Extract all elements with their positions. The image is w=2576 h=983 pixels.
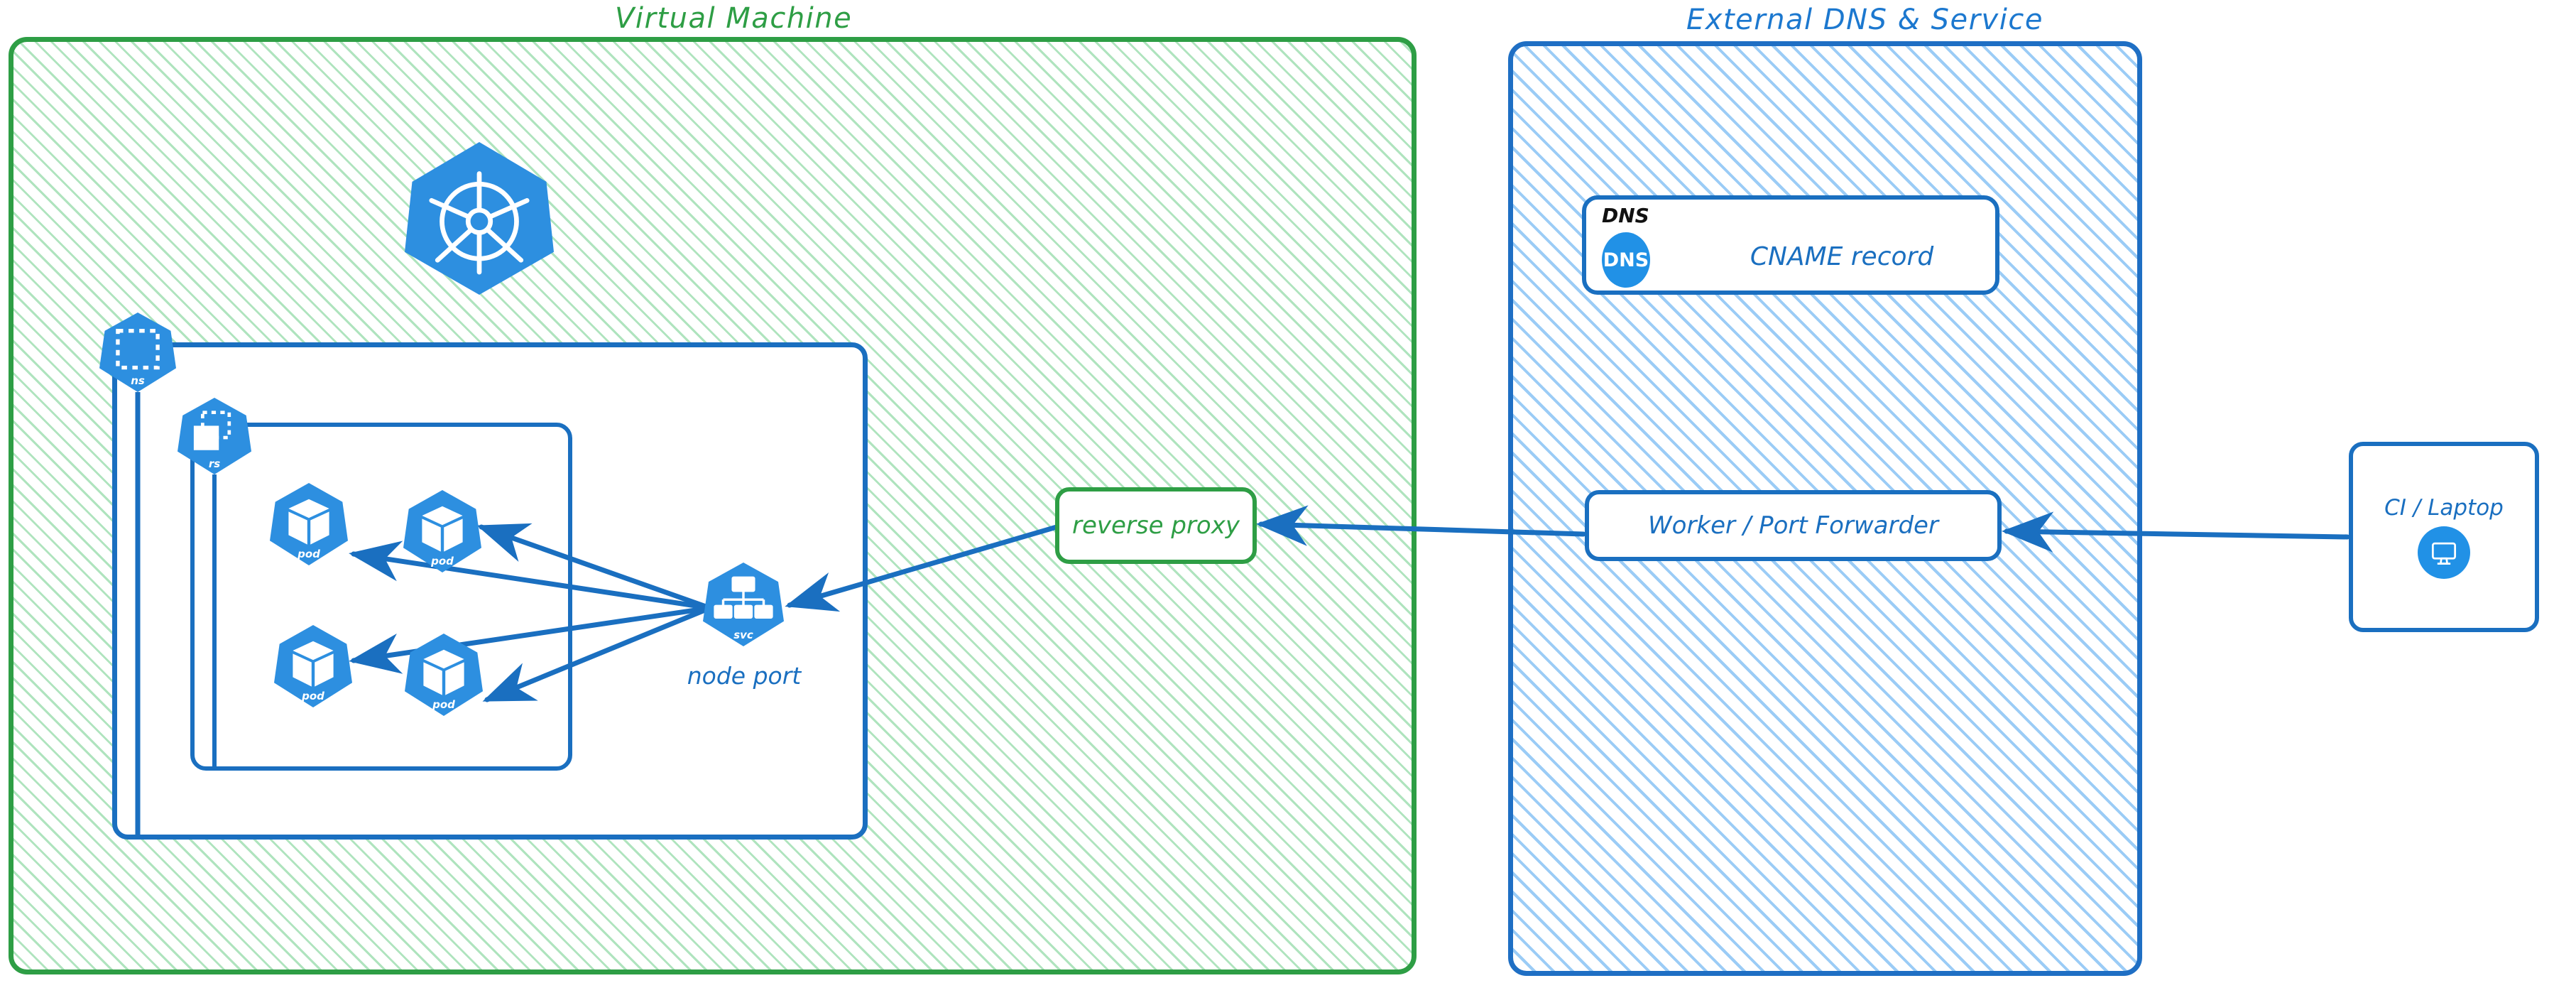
virtual-machine-group-title: Virtual Machine (615, 2, 853, 35)
dns-badge-text: DNS (1603, 249, 1649, 271)
pod-cube-glyph (293, 641, 334, 687)
reverse-proxy-node[interactable]: reverse proxy (1055, 487, 1257, 564)
kubernetes-logo-icon (405, 142, 554, 295)
kubernetes-helm-glyph (429, 171, 530, 275)
kubernetes-replicaset-icon: rs (178, 398, 251, 474)
namespace-dashed-square-glyph (116, 329, 160, 370)
reverse-proxy-label: reverse proxy (1072, 511, 1240, 540)
worker-port-forwarder-label: Worker / Port Forwarder (1648, 511, 1938, 540)
dns-record-card[interactable]: DNS DNS CNAME record (1582, 195, 1999, 295)
replicaset-stacked-boxes-glyph (193, 411, 231, 450)
dns-record-label: CNAME record (1750, 241, 1934, 271)
kubernetes-namespace-icon: ns (99, 313, 176, 392)
ci-laptop-node[interactable]: CI / Laptop (2349, 442, 2539, 632)
ci-laptop-label: CI / Laptop (2384, 495, 2504, 521)
node-port-label: node port (687, 662, 802, 690)
service-tree-glyph (714, 576, 773, 619)
external-dns-service-group-title: External DNS & Service (1686, 4, 2043, 36)
replicaset-container-box (190, 423, 572, 771)
pod-cube-glyph (423, 649, 464, 695)
dns-kind-label: DNS (1602, 204, 1649, 227)
kubernetes-pod-icon: pod (405, 634, 483, 716)
kubernetes-pod-icon: pod (403, 490, 481, 572)
kubernetes-service-icon: svc (703, 563, 784, 646)
worker-port-forwarder-node[interactable]: Worker / Port Forwarder (1585, 490, 2002, 561)
desktop-monitor-icon (2418, 526, 2470, 579)
pod-cube-glyph (288, 499, 329, 545)
kubernetes-pod-icon: pod (270, 483, 348, 565)
dns-badge-icon: DNS (1602, 232, 1650, 288)
pod-cube-glyph (422, 506, 463, 552)
kubernetes-pod-icon: pod (274, 625, 352, 707)
